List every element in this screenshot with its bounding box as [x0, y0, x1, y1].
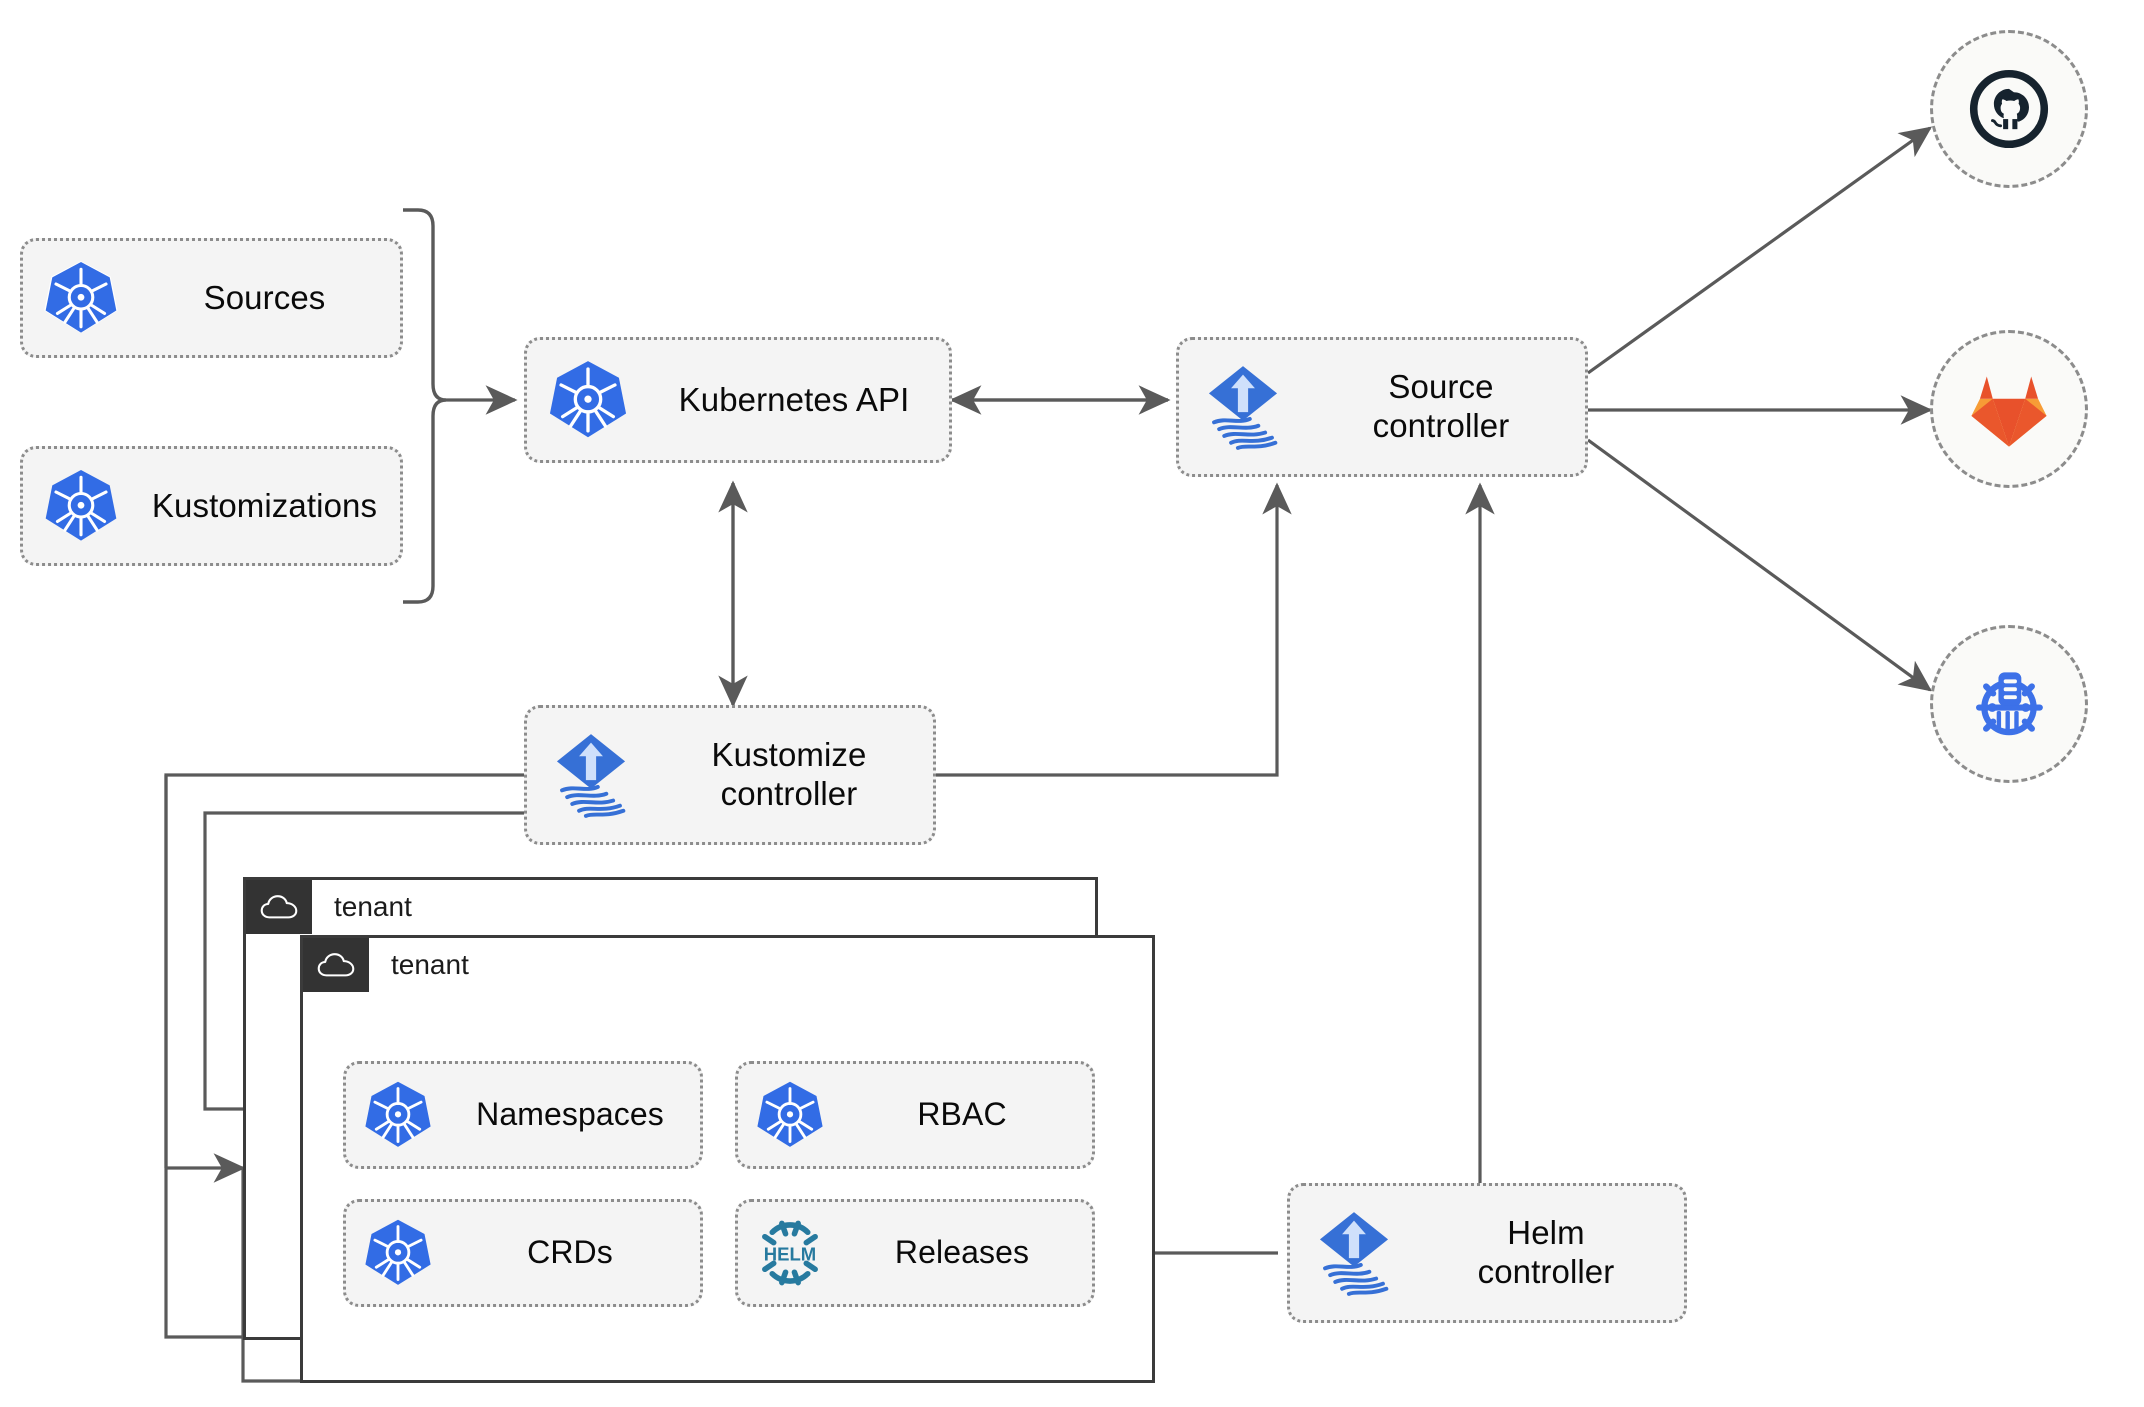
- provider-github[interactable]: [1930, 30, 2088, 188]
- flux-icon: [527, 729, 655, 821]
- node-helm-controller[interactable]: Helm controller: [1287, 1183, 1687, 1323]
- node-label-line2: controller: [1372, 407, 1510, 444]
- node-kubernetes-api[interactable]: Kubernetes API: [524, 337, 952, 463]
- node-label: Kustomize controller: [655, 736, 933, 814]
- kubernetes-icon: [23, 467, 139, 545]
- flux-icon: [1290, 1207, 1418, 1299]
- node-crds[interactable]: CRDs: [343, 1199, 703, 1307]
- node-label: Source controller: [1307, 368, 1585, 446]
- gitlab-icon: [1971, 376, 2047, 447]
- tenant-resource-grid: Namespaces: [343, 1061, 1095, 1307]
- kubernetes-icon: [346, 1217, 450, 1289]
- kubernetes-icon: [527, 358, 649, 442]
- node-label: Helm controller: [1418, 1214, 1684, 1292]
- cloud-icon: [303, 938, 369, 992]
- node-label: Kustomizations: [151, 486, 378, 524]
- node-label: Sources: [203, 278, 326, 316]
- node-releases[interactable]: HELM Releases: [735, 1199, 1095, 1307]
- node-label: Kubernetes API: [678, 380, 910, 418]
- tenant-titlebar: tenant: [303, 938, 469, 992]
- node-label: Releases: [894, 1234, 1030, 1271]
- node-label: CRDs: [527, 1234, 613, 1271]
- node-label-line2: controller: [720, 775, 858, 812]
- svg-text:HELM: HELM: [764, 1243, 816, 1264]
- node-kustomizations[interactable]: Kustomizations: [20, 446, 403, 566]
- provider-gitlab[interactable]: [1930, 330, 2088, 488]
- node-label-line2: controller: [1477, 1253, 1615, 1290]
- helm-logo-icon: HELM: [738, 1216, 842, 1290]
- node-source-controller[interactable]: Source controller: [1176, 337, 1588, 477]
- tenant-label: tenant: [391, 949, 469, 980]
- kubernetes-icon: [738, 1079, 842, 1151]
- kubernetes-icon: [346, 1079, 450, 1151]
- flux-icon: [1179, 361, 1307, 453]
- node-label: Namespaces: [476, 1096, 664, 1133]
- node-kustomize-controller[interactable]: Kustomize controller: [524, 705, 936, 845]
- tenant-panel-front[interactable]: tenant: [300, 935, 1155, 1383]
- kubernetes-icon: [23, 259, 139, 337]
- cloud-icon: [246, 880, 312, 934]
- node-label-line1: Helm: [1507, 1214, 1585, 1252]
- github-icon: [1969, 69, 2049, 149]
- node-label: RBAC: [917, 1096, 1007, 1133]
- node-label-line1: Kustomize: [711, 736, 867, 774]
- node-label-line1: Source: [1388, 368, 1494, 406]
- helm-repository-icon: [1976, 672, 2043, 736]
- provider-helm-repository[interactable]: [1930, 625, 2088, 783]
- tenant-titlebar: tenant: [246, 880, 412, 934]
- tenant-label: tenant: [334, 891, 412, 922]
- node-rbac[interactable]: RBAC: [735, 1061, 1095, 1169]
- node-sources[interactable]: Sources: [20, 238, 403, 358]
- node-namespaces[interactable]: Namespaces: [343, 1061, 703, 1169]
